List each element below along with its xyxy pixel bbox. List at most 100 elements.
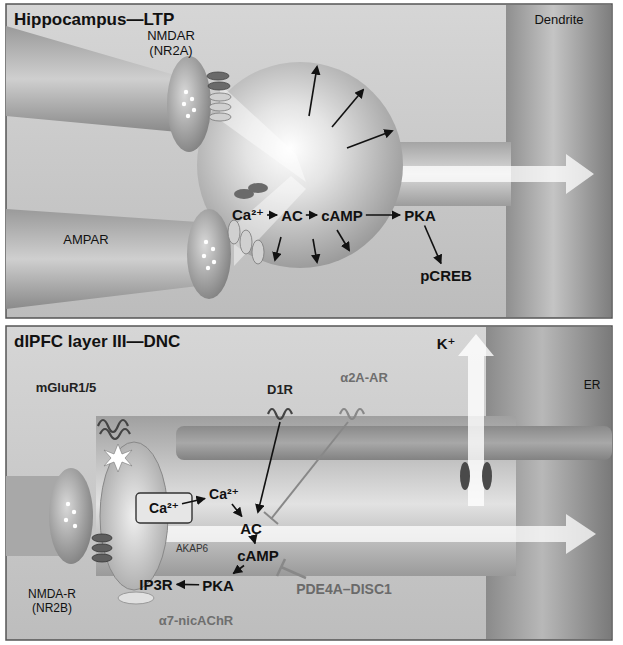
drawing-part (49, 468, 93, 564)
panel-title: Hippocampus—LTP (14, 10, 174, 30)
molecule-label: Ca²⁺ (147, 499, 181, 517)
drawing-part (64, 502, 77, 528)
signal-arrow (233, 566, 244, 574)
drawing-part (166, 514, 596, 554)
part-label: ER (584, 379, 601, 393)
drawing-part (204, 240, 208, 244)
drawing-part (337, 230, 349, 250)
panel-art (6, 4, 612, 318)
drawing-part (92, 544, 112, 552)
drawing-part (104, 444, 132, 472)
part-label: D1R (267, 383, 293, 398)
drawing-part (190, 97, 194, 101)
drawing-part (118, 592, 154, 604)
drawing-part (6, 326, 612, 640)
part-label: NMDA-R (NR2B) (20, 588, 84, 616)
drawing-part (347, 131, 392, 148)
drawing-part (211, 247, 215, 251)
drawing-part (506, 5, 611, 317)
drawing-part (73, 524, 77, 528)
signal-arrow (182, 498, 205, 503)
drawing-part (212, 260, 216, 264)
drawing-part (186, 114, 190, 118)
molecule-label: PKA (200, 576, 236, 595)
drawing-part (220, 84, 306, 182)
signal-arrow (425, 226, 441, 264)
drawing-part (184, 90, 188, 94)
signal-arrow (267, 214, 277, 216)
drawing-part (167, 56, 211, 152)
panel-band: dlPFC layer III—DNC Ca²⁺ Ca²⁺ AC cAMPPKA IP3R… (6, 326, 612, 640)
drawing-part (192, 108, 196, 112)
drawing-part (207, 72, 230, 90)
drawing-part (264, 422, 348, 524)
molecule-text: Ca²⁺ (209, 486, 239, 502)
drawing-part (6, 209, 198, 309)
drawing-part (66, 502, 70, 506)
drawing-part (176, 426, 612, 460)
drawing-part (275, 237, 281, 260)
part-label: mGluR1/5 (36, 381, 97, 396)
drawing-part (209, 103, 231, 111)
drawing-part (258, 422, 280, 512)
molecule-text: pCREB (420, 267, 472, 284)
drawing-part (6, 4, 612, 318)
drawing-part (187, 209, 231, 299)
drawing-part (458, 334, 494, 446)
part-label: AKAP6 (176, 543, 208, 555)
part-label: PDE4A–DISC1 (296, 581, 392, 597)
part-label: K⁺ (437, 335, 456, 352)
signal-arrow (232, 504, 242, 517)
part-label: AMPAR (63, 233, 108, 248)
drawing-part (313, 239, 317, 262)
drawing-part (98, 420, 130, 439)
molecule-label: cAMP (235, 546, 281, 565)
part-label: NMDAR (NR2A) (136, 29, 206, 59)
signal-arrow (254, 539, 255, 544)
drawing-part (275, 67, 392, 262)
part-label: α2A-AR (340, 371, 388, 386)
drawing-part (136, 493, 192, 523)
molecule-label: Ca²⁺ (230, 205, 266, 225)
molecule-label: cAMP (319, 206, 365, 225)
drawing-part (482, 462, 492, 490)
panel-title: dlPFC layer III—DNC (14, 332, 180, 352)
molecule-text: AC (281, 207, 303, 224)
drawing-part (209, 93, 231, 101)
drawing-part (64, 518, 68, 522)
drawing-part (228, 220, 240, 244)
molecule-label: IP3R (137, 575, 174, 594)
panel-art (6, 326, 612, 640)
drawing-part (92, 534, 112, 542)
molecule-text: PKA (202, 577, 234, 594)
molecule-text: cAMP (237, 547, 279, 564)
part-label: Dendrite (534, 13, 583, 28)
drawing-part (268, 409, 292, 419)
drawing-part (460, 462, 470, 490)
molecule-label: pCREB (418, 266, 474, 285)
drawing-part (206, 266, 210, 270)
drawing-part (207, 72, 229, 80)
molecule-text: Ca²⁺ (232, 206, 264, 223)
molecule-label: AC (238, 519, 264, 538)
signal-arrow (177, 584, 199, 586)
drawing-part (277, 559, 306, 578)
drawing-part (209, 113, 231, 121)
drawing-part (271, 422, 348, 519)
drawing-part (332, 90, 363, 127)
part-label: α7-nicAChR (159, 614, 233, 629)
drawing-part (209, 93, 264, 264)
drawing-part (340, 409, 364, 419)
drawing-part (182, 102, 186, 106)
molecule-text: IP3R (139, 576, 172, 593)
molecule-label: AC (279, 206, 305, 225)
molecule-text: PKA (404, 207, 436, 224)
drawing-part (468, 446, 484, 506)
drawing-part (309, 67, 317, 116)
drawing-part (281, 567, 306, 578)
drawing-part (92, 534, 112, 562)
drawing-part (240, 230, 252, 254)
